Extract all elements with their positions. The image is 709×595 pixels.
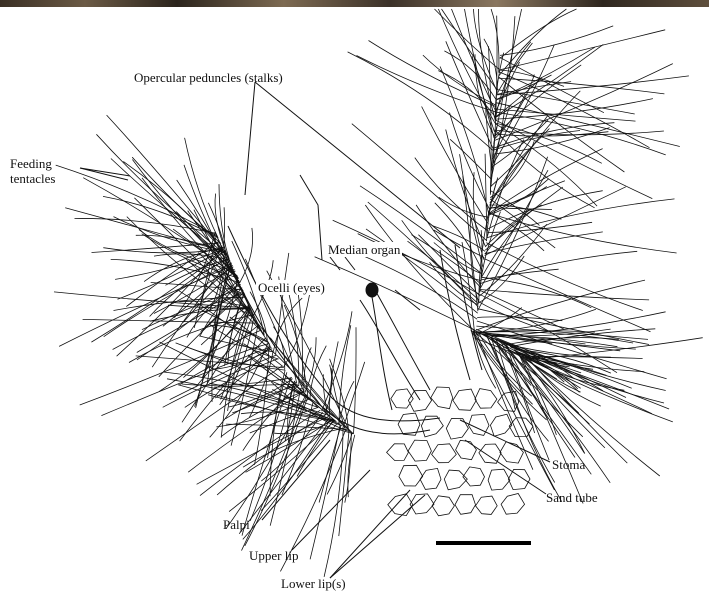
label-palpi: Palpi (223, 517, 250, 532)
left-tentacle-fan (54, 115, 365, 577)
label-feeding: Feeding (10, 156, 52, 171)
label-sand-tube: Sand tube (546, 490, 598, 505)
body-structures (215, 175, 482, 434)
label-lower-lip: Lower lip(s) (281, 576, 346, 591)
label-upper-lip: Upper lip (249, 548, 298, 563)
label-median-organ: Median organ (326, 242, 402, 257)
label-ocelli: Ocelli (eyes) (256, 280, 327, 295)
label-stoma: Stoma (552, 457, 585, 472)
sand-tube-grains (387, 387, 533, 516)
label-opercular-peduncles: Opercular peduncles (stalks) (134, 70, 283, 85)
label-tentacles: tentacles (10, 171, 55, 186)
